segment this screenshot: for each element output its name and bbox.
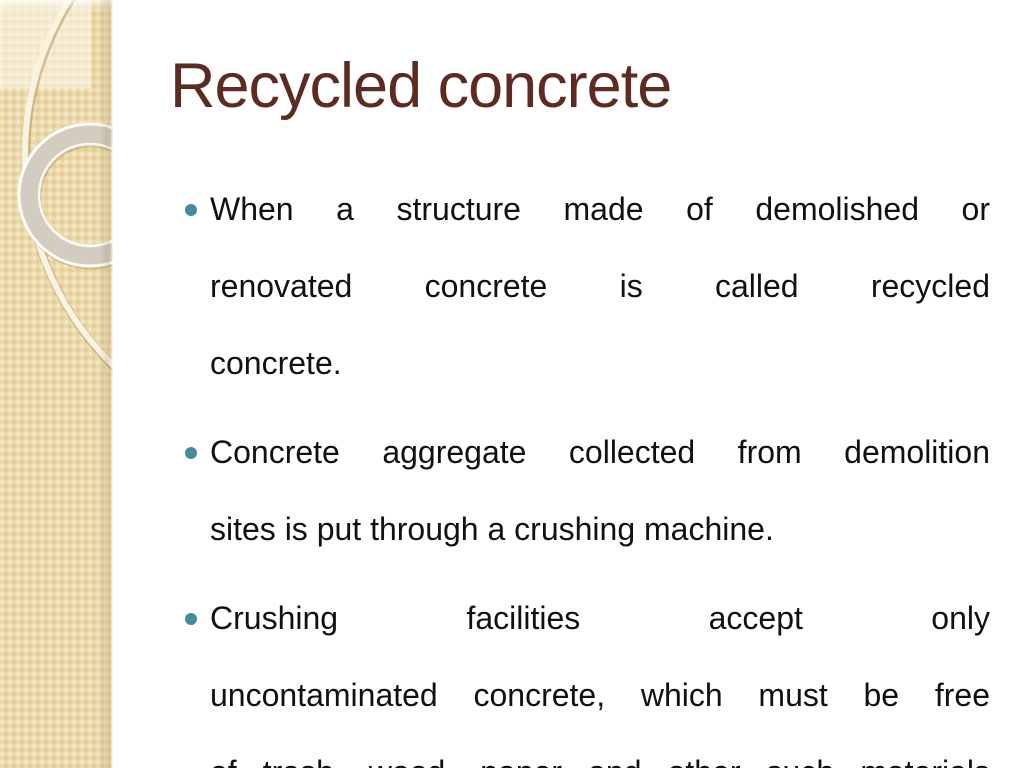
bullet-line: When a structure made of demolished or	[210, 191, 990, 227]
slide-title: Recycled concrete	[170, 51, 672, 121]
bullet-item: Crushing facilities accept only uncontami…	[185, 580, 990, 768]
sidebar-circles-ornament	[0, 0, 113, 372]
sidebar-decoration	[0, 0, 113, 768]
thin-circle-icon	[22, 0, 113, 370]
bullet-line: of trash, wood, paper and other such mat…	[210, 734, 990, 768]
bullet-item: When a structure made of demolished or re…	[185, 171, 990, 402]
bullet-item: Concrete aggregate collected from demoli…	[185, 414, 990, 568]
bullet-dot-icon	[185, 447, 197, 459]
bullet-dot-icon	[185, 613, 197, 625]
bullet-line: renovated concrete is called recycled	[210, 268, 990, 304]
bullet-line: Concrete aggregate collected from demoli…	[210, 434, 990, 470]
thick-ring-inner-rim	[37, 142, 113, 248]
bullet-line: uncontaminated concrete, which must be f…	[210, 677, 990, 713]
bullet-line: concrete.	[210, 345, 342, 381]
thick-ring-outer-rim	[17, 122, 113, 268]
bullet-line: Crushing facilities accept only	[210, 600, 990, 636]
bullet-line: sites is put through a crushing machine.	[210, 511, 774, 547]
bullet-dot-icon	[185, 204, 197, 216]
thick-ring-icon	[19, 124, 113, 266]
bullet-list: When a structure made of demolished or re…	[185, 171, 990, 768]
